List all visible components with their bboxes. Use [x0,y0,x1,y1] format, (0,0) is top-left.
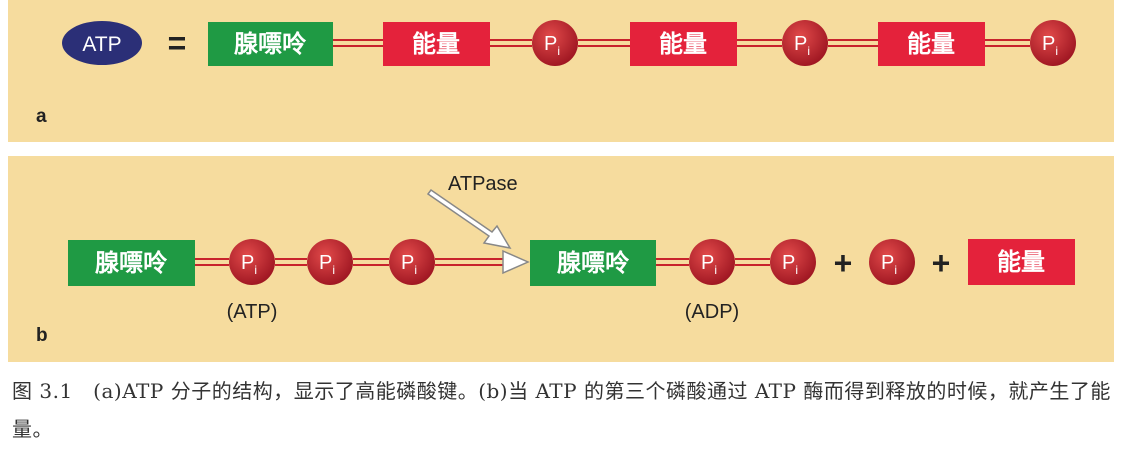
panel-a-label: a [36,106,47,127]
phosphate-circle-b5 [770,239,816,285]
panel-b-bonds [195,258,770,266]
atp-oval [62,21,142,65]
adenine-box-b1 [68,240,195,286]
energy-label-a1: 能量 [412,30,460,58]
atp-oval-label: ATP [82,33,121,56]
atp-caption: (ATP) [227,301,278,323]
phosphate-circle-b3 [389,239,435,285]
adenine-label-b2: 腺嘌呤 [557,249,630,277]
adp-caption: (ADP) [685,301,739,323]
phosphate-label-a1: Pi [544,33,560,58]
adenine-box-a [208,22,333,66]
phosphate-label-b6: Pi [881,252,897,277]
phosphate-label-a2: Pi [794,33,810,58]
phosphate-circle-b6 [869,239,915,285]
plus-sign-2: + [932,245,951,281]
reaction-arrow [435,249,530,275]
adenine-label-a: 腺嘌呤 [234,30,307,58]
adenine-box-b2 [530,240,656,286]
panel-b-label: b [36,325,48,346]
phosphate-circle-a3 [1030,20,1076,66]
phosphate-label-a3: Pi [1042,33,1058,58]
energy-box-a2 [630,22,737,66]
phosphate-circle-b4 [689,239,735,285]
equals-sign: = [168,25,187,61]
phosphate-label-b1: Pi [241,252,257,277]
phosphate-label-b3: Pi [401,252,417,277]
phosphate-circle-a1 [532,20,578,66]
plus-sign-1: + [834,245,853,281]
energy-box-b [968,239,1075,285]
phosphate-label-b2: Pi [319,252,335,277]
phosphate-label-b4: Pi [701,252,717,277]
energy-label-a2: 能量 [659,30,707,58]
energy-box-a1 [383,22,490,66]
phosphate-circle-b2 [307,239,353,285]
phosphate-label-b5: Pi [782,252,798,277]
panel-a-bonds [333,39,1030,47]
phosphate-circle-a2 [782,20,828,66]
adenine-label-b1: 腺嘌呤 [95,249,168,277]
atpase-pointer-arrow [426,188,512,250]
energy-box-a3 [878,22,985,66]
atpase-label: ATPase [448,173,518,195]
phosphate-circle-b1 [229,239,275,285]
energy-label-a3: 能量 [907,30,955,58]
energy-label-b: 能量 [997,248,1045,276]
figure-caption: 图 3.1 (a)ATP 分子的结构，显示了高能磷酸键。(b)当 ATP 的第三… [12,379,1111,441]
